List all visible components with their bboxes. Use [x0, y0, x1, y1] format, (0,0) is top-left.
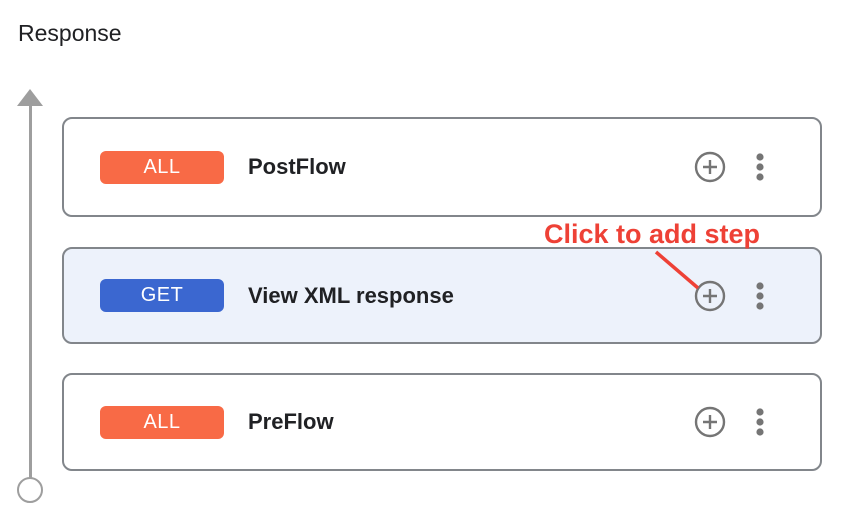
- flow-card-preflow[interactable]: ALL PreFlow: [62, 373, 822, 471]
- verb-badge: ALL: [100, 405, 224, 439]
- flow-direction-arrow-icon: [17, 89, 43, 106]
- flow-card-title: PreFlow: [248, 409, 334, 434]
- annotation-text: Click to add step: [544, 219, 761, 249]
- more-options-button[interactable]: [748, 151, 772, 183]
- add-step-button[interactable]: [694, 151, 726, 183]
- flow-card-title: PostFlow: [248, 154, 346, 179]
- kebab-menu-icon: [756, 408, 764, 436]
- page-title: Response: [18, 20, 122, 46]
- verb-badge: GET: [100, 279, 224, 312]
- flow-card-postflow[interactable]: ALL PostFlow: [62, 117, 822, 217]
- verb-badge: ALL: [100, 150, 224, 184]
- kebab-menu-icon: [756, 153, 764, 181]
- add-step-button[interactable]: [694, 280, 726, 312]
- plus-circle-icon: [694, 280, 726, 311]
- flow-origin-circle-icon: [17, 477, 43, 503]
- plus-circle-icon: [694, 406, 726, 438]
- more-options-button[interactable]: [748, 280, 772, 312]
- kebab-menu-icon: [756, 281, 764, 310]
- flow-card-title: View XML response: [248, 282, 454, 308]
- add-step-button[interactable]: [694, 406, 726, 438]
- plus-circle-icon: [694, 151, 726, 183]
- flow-direction-line: [28, 104, 32, 478]
- more-options-button[interactable]: [748, 406, 772, 438]
- flow-card-view-xml-response[interactable]: GET View XML response: [62, 247, 822, 344]
